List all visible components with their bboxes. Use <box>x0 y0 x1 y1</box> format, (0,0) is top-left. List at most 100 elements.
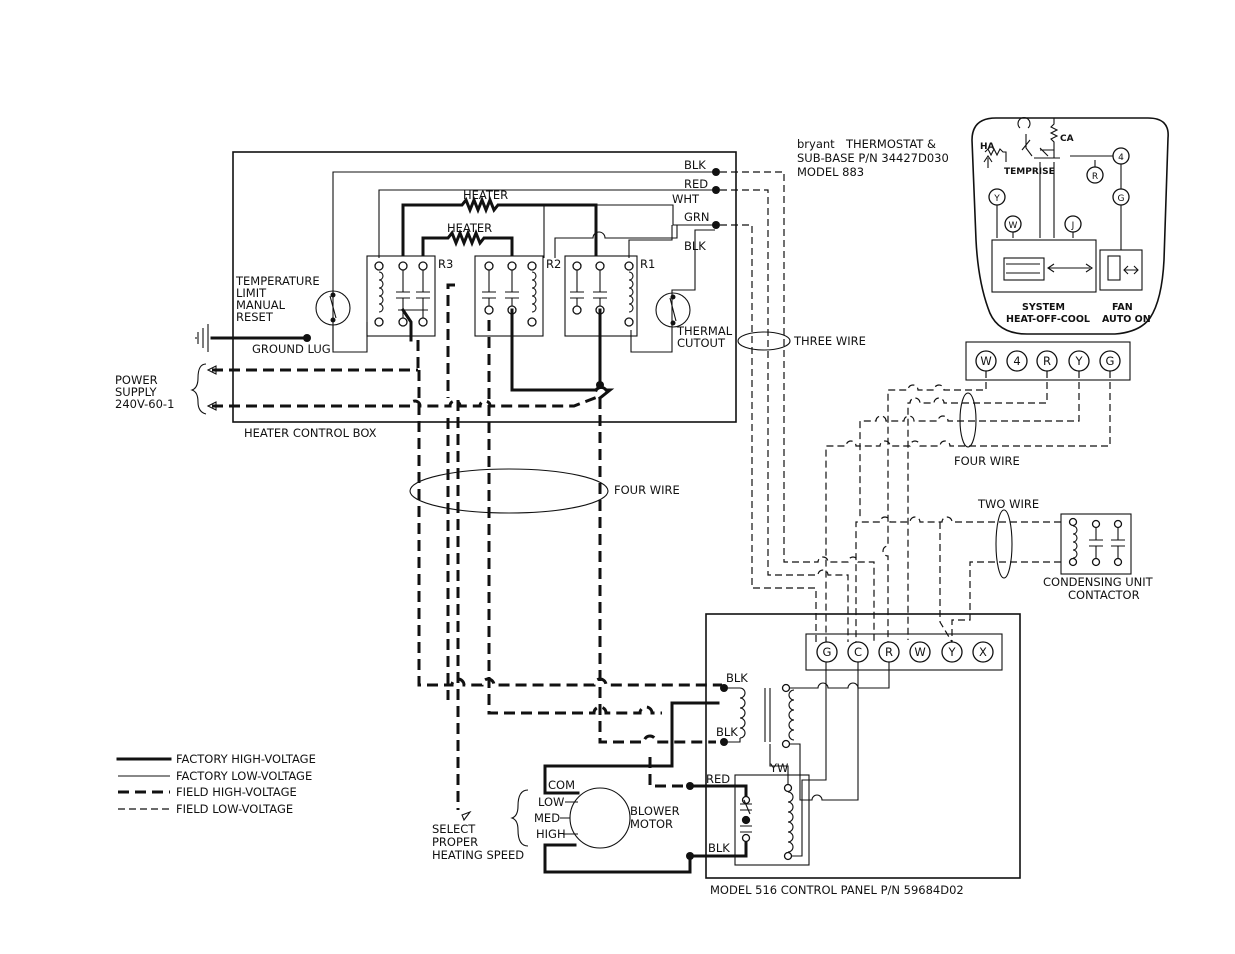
svg-text:R: R <box>885 645 893 659</box>
contactor-line-1: CONDENSING UNIT <box>1043 575 1154 589</box>
two-wire-label: TWO WIRE <box>977 497 1039 511</box>
fan-label: FAN <box>1112 302 1133 313</box>
heater-control-box-label: HEATER CONTROL BOX <box>244 426 377 440</box>
thermostat-terminal-y: Y <box>988 188 1006 206</box>
fan-relay-red: RED <box>706 772 730 786</box>
four-wire-bundle-left <box>409 468 609 514</box>
heater-label-top: HEATER <box>463 188 508 202</box>
strip-terminal-w: W <box>975 350 997 372</box>
control-panel-terminal-w: W <box>909 641 931 663</box>
thermal-cutout-line-2: CUTOUT <box>677 336 726 350</box>
relay-r1-label: R1 <box>640 257 655 271</box>
control-panel-terminal-x: X <box>972 641 994 663</box>
power-supply-line-2: SUPPLY <box>115 385 157 399</box>
control-panel-terminal-r: R <box>878 641 900 663</box>
fan-relay-blk: BLK <box>708 841 730 855</box>
thermostat-ha: HA <box>980 142 995 152</box>
legend-factory-high-voltage: FACTORY HIGH-VOLTAGE <box>116 752 316 766</box>
thermostat-terminal-strip: W 4 R Y G <box>965 341 1131 381</box>
relay-r3-label: R3 <box>438 257 453 271</box>
select-line-3: HEATING SPEED <box>432 848 524 862</box>
power-supply: POWER SUPPLY 240V-60-1 <box>115 363 601 415</box>
system-label: SYSTEM <box>1022 302 1065 313</box>
svg-text:R: R <box>1043 354 1051 368</box>
power-supply-line-1: POWER <box>115 373 158 387</box>
svg-text:Y: Y <box>993 194 1000 204</box>
svg-text:W: W <box>980 354 991 368</box>
svg-text:4: 4 <box>1013 354 1020 368</box>
svg-text:Y: Y <box>947 645 956 659</box>
fan-relay: RED YW BLK <box>686 662 827 866</box>
transformer: BLK BLK <box>716 662 890 801</box>
svg-text:FIELD HIGH-VOLTAGE: FIELD HIGH-VOLTAGE <box>176 785 297 799</box>
thermostat-terminal-g: G <box>1112 188 1130 206</box>
system-modes: HEAT-OFF-COOL <box>1006 314 1090 325</box>
four-wire-label-left: FOUR WIRE <box>614 483 680 497</box>
two-wire-bundle <box>995 509 1013 579</box>
thermostat-temprise: TEMPRISE <box>1004 167 1055 177</box>
motor-tap-high: HIGH <box>536 827 566 841</box>
contactor-line-2: CONTACTOR <box>1068 588 1140 602</box>
control-panel-terminal-y: Y <box>941 641 963 663</box>
temp-limit-line-2: LIMIT <box>236 286 267 300</box>
temp-limit-line-3: MANUAL <box>236 298 286 312</box>
system-switch <box>991 239 1097 293</box>
field-low-voltage-wiring <box>720 171 1111 643</box>
heater-control-box: HEATER CONTROL BOX BLK RED WHT GRN BLK H… <box>195 151 737 440</box>
svg-text:G: G <box>823 645 832 659</box>
svg-text:FACTORY LOW-VOLTAGE: FACTORY LOW-VOLTAGE <box>176 769 312 783</box>
transformer-blk-bottom: BLK <box>716 725 738 739</box>
svg-text:4: 4 <box>1118 153 1124 163</box>
svg-text:R: R <box>1092 172 1098 182</box>
control-panel-terminal-g: G <box>816 641 838 663</box>
select-line-1: SELECT <box>432 822 476 836</box>
fan-switch <box>1099 249 1143 291</box>
svg-text:W: W <box>914 645 925 659</box>
control-panel: MODEL 516 CONTROL PANEL P/N 59684D02 G C… <box>686 613 1021 897</box>
blower-motor-line-1: BLOWER <box>630 804 680 818</box>
wire-color-blk-top: BLK <box>684 158 706 172</box>
blower-motor: BLOWER MOTOR COM LOW MED HIGH SELECT PRO… <box>432 701 720 874</box>
thermal-cutout <box>655 292 691 328</box>
four-wire-label-right: FOUR WIRE <box>954 454 1020 468</box>
wire-color-grn: GRN <box>684 210 710 224</box>
thermostat-terminal-j: J <box>1064 215 1082 233</box>
strip-terminal-4: 4 <box>1006 350 1028 372</box>
temp-limit-line-1: TEMPERATURE <box>235 274 320 288</box>
svg-text:FIELD LOW-VOLTAGE: FIELD LOW-VOLTAGE <box>176 802 293 816</box>
four-wire-bundle-right <box>959 392 977 448</box>
thermostat-terminal-4: 4 <box>1112 147 1130 165</box>
relay-r1: R1 <box>564 255 655 337</box>
condensing-unit-contactor: CONDENSING UNIT CONTACTOR <box>1043 513 1154 602</box>
svg-text:W: W <box>1009 221 1018 231</box>
ground-lug-label: GROUND LUG <box>252 342 331 356</box>
motor-tap-low: LOW <box>538 795 564 809</box>
svg-text:G: G <box>1106 354 1115 368</box>
legend-factory-low-voltage: FACTORY LOW-VOLTAGE <box>118 769 312 783</box>
temp-limit-line-4: RESET <box>236 310 274 324</box>
thermostat-terminal-r: R <box>1086 166 1104 184</box>
fan-modes: AUTO ON <box>1102 314 1151 325</box>
motor-tap-med: MED <box>534 811 560 825</box>
thermal-cutout-line-1: THERMAL <box>676 324 733 338</box>
thermostat-terminal-w: W <box>1004 215 1022 233</box>
select-line-2: PROPER <box>432 835 478 849</box>
legend: FACTORY HIGH-VOLTAGE FACTORY LOW-VOLTAGE… <box>116 752 316 816</box>
three-wire-label: THREE WIRE <box>793 334 866 348</box>
svg-text:J: J <box>1071 221 1075 231</box>
thermostat-line-2: SUB-BASE P/N 34427D030 <box>797 151 949 165</box>
heater-label-lower: HEATER <box>447 221 492 235</box>
thermostat-ca: CA <box>1060 134 1074 144</box>
relay-r3: R3 <box>366 255 453 337</box>
strip-terminal-y: Y <box>1068 350 1090 372</box>
power-supply-line-3: 240V-60-1 <box>115 397 174 411</box>
wire-color-wht: WHT <box>672 192 700 206</box>
strip-terminal-r: R <box>1036 350 1058 372</box>
control-panel-label: MODEL 516 CONTROL PANEL P/N 59684D02 <box>710 883 964 897</box>
thermostat-brand: bryant <box>797 137 835 151</box>
control-panel-terminal-c: C <box>847 641 869 663</box>
blower-motor-line-2: MOTOR <box>630 817 673 831</box>
thermostat-line-3: MODEL 883 <box>797 165 864 179</box>
transformer-blk-top: BLK <box>726 671 748 685</box>
